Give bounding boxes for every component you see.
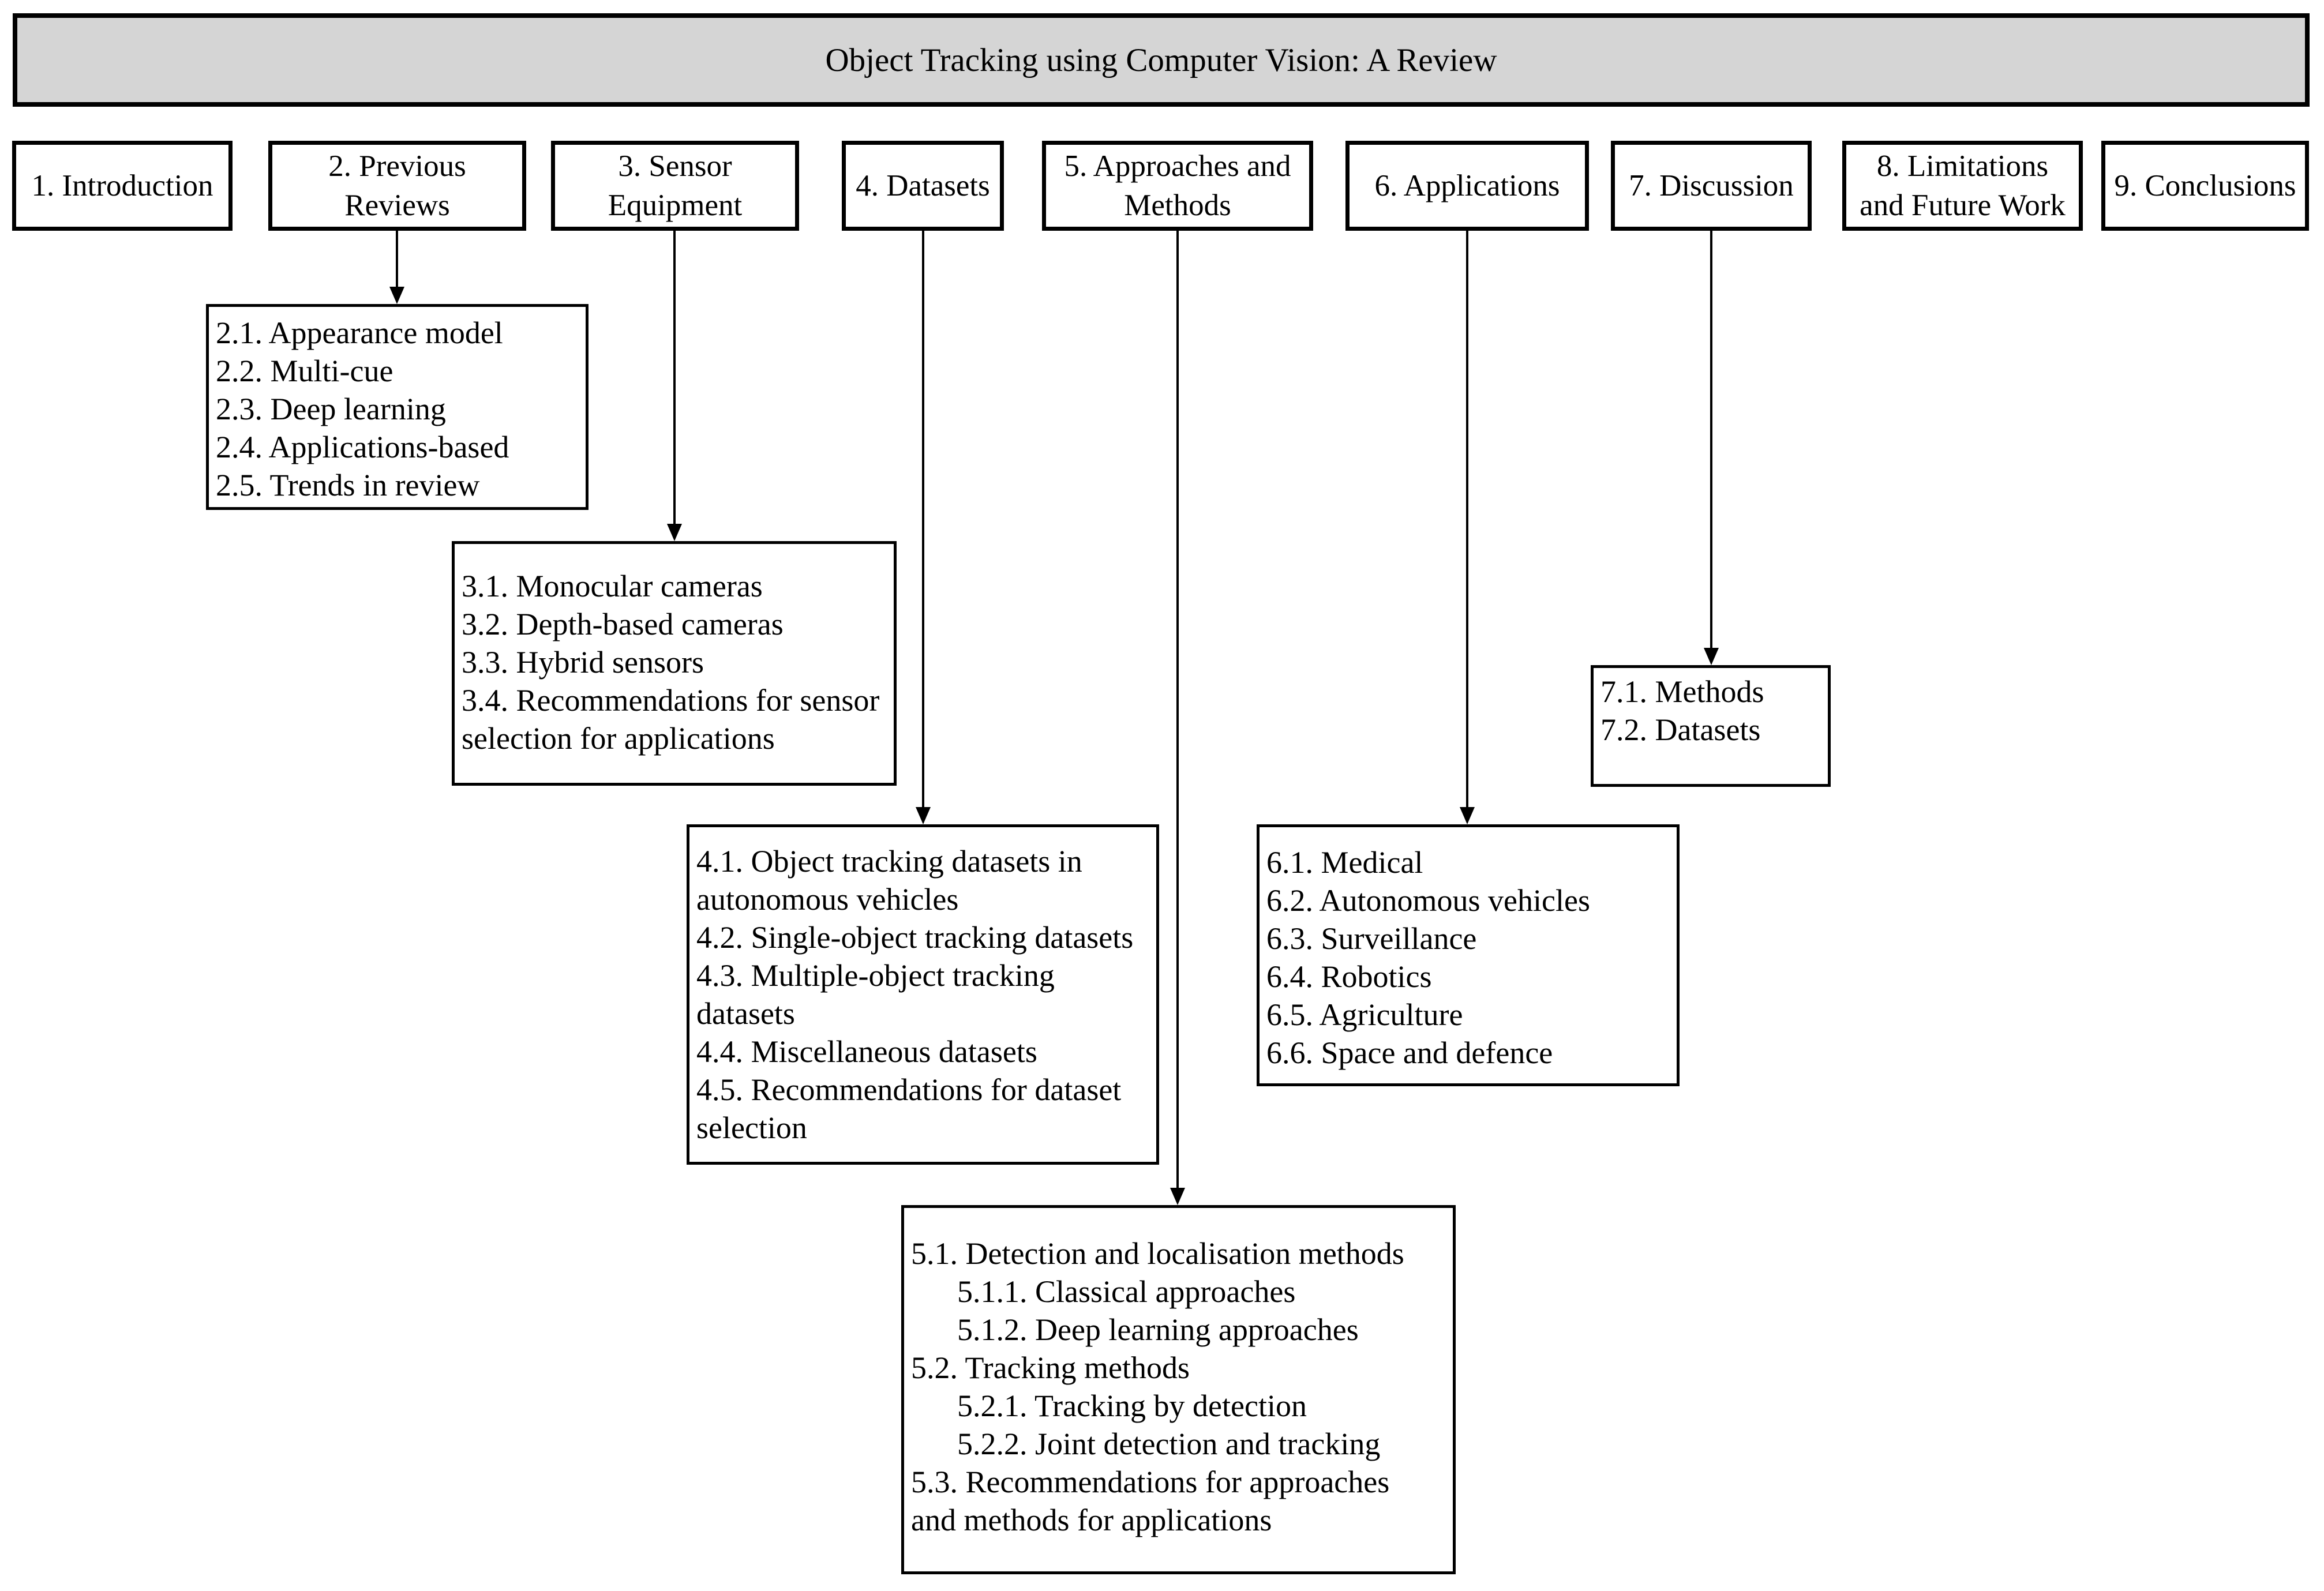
subsection-box-previous-reviews: 2.1. Appearance model 2.2. Multi-cue 2.3… bbox=[206, 304, 589, 510]
subsection-box-discussion: 7.1. Methods 7.2. Datasets bbox=[1591, 665, 1831, 787]
subsection-item: 4.5. Recommendations for dataset selecti… bbox=[696, 1072, 1122, 1145]
subsection-item: 5.2.2. Joint detection and tracking bbox=[957, 1427, 1381, 1461]
section-box-discussion: 7. Discussion bbox=[1611, 141, 1812, 231]
arrow-shaft bbox=[673, 231, 676, 526]
section-label: 6. Applications bbox=[1374, 169, 1560, 202]
subsection-item: 2.3. Deep learning bbox=[216, 392, 446, 426]
subsection-item: 3.1. Monocular cameras bbox=[462, 569, 763, 603]
section-label: 5. Approaches and Methods bbox=[1064, 149, 1291, 222]
subsection-item: 3.4. Recommendations for sensor selectio… bbox=[462, 683, 880, 756]
subsection-item: 5.3. Recommendations for approaches and … bbox=[911, 1465, 1390, 1537]
subsection-item: 5.1.2. Deep learning approaches bbox=[957, 1312, 1359, 1347]
subsection-item: 2.1. Appearance model bbox=[216, 316, 503, 350]
subsection-item: 6.2. Autonomous vehicles bbox=[1266, 883, 1590, 918]
subsection-item: 4.3. Multiple-object tracking datasets bbox=[696, 958, 1055, 1031]
subsection-item: 2.5. Trends in review bbox=[216, 468, 480, 502]
section-label: 9. Conclusions bbox=[2114, 169, 2296, 202]
subsection-item: 5.2.1. Tracking by detection bbox=[957, 1389, 1307, 1423]
section-box-applications: 6. Applications bbox=[1345, 141, 1589, 231]
section-box-approaches-methods: 5. Approaches and Methods bbox=[1042, 141, 1313, 231]
arrow-shaft bbox=[396, 231, 398, 288]
section-box-previous-reviews: 2. Previous Reviews bbox=[268, 141, 526, 231]
subsection-item: 6.1. Medical bbox=[1266, 845, 1423, 880]
subsection-box-approaches-methods: 5.1. Detection and localisation methods … bbox=[901, 1205, 1456, 1574]
arrow-head-icon bbox=[1460, 807, 1475, 824]
arrow-head-icon bbox=[667, 524, 682, 541]
section-box-sensor-equipment: 3. Sensor Equipment bbox=[551, 141, 799, 231]
section-label: 2. Previous Reviews bbox=[328, 149, 466, 222]
subsection-item: 5.1.1. Classical approaches bbox=[957, 1274, 1296, 1309]
arrow-shaft bbox=[1466, 231, 1468, 809]
subsection-item: 2.2. Multi-cue bbox=[216, 354, 393, 388]
arrow-head-icon bbox=[1170, 1188, 1185, 1205]
subsection-item: 4.4. Miscellaneous datasets bbox=[696, 1034, 1037, 1069]
subsection-item: 3.2. Depth-based cameras bbox=[462, 607, 784, 641]
section-box-datasets: 4. Datasets bbox=[842, 141, 1004, 231]
subsection-item: 4.2. Single-object tracking datasets bbox=[696, 920, 1134, 955]
subsection-box-datasets: 4.1. Object tracking datasets in autonom… bbox=[687, 824, 1159, 1165]
subsection-item: 3.3. Hybrid sensors bbox=[462, 645, 704, 680]
subsection-item: 6.5. Agriculture bbox=[1266, 997, 1463, 1032]
subsection-item: 7.2. Datasets bbox=[1600, 712, 1761, 747]
figure-title-text: Object Tracking using Computer Vision: A… bbox=[825, 42, 1497, 78]
section-label: 1. Introduction bbox=[31, 169, 213, 202]
arrow-shaft bbox=[922, 231, 924, 809]
arrow-head-icon bbox=[1704, 648, 1719, 665]
arrow-shaft bbox=[1710, 231, 1712, 650]
subsection-item: 7.1. Methods bbox=[1600, 674, 1764, 709]
subsection-item: 5.1. Detection and localisation methods bbox=[911, 1236, 1404, 1271]
section-label: 4. Datasets bbox=[856, 169, 990, 202]
subsection-item: 5.2. Tracking methods bbox=[911, 1350, 1190, 1385]
subsection-item: 2.4. Applications-based bbox=[216, 430, 509, 464]
arrow-shaft bbox=[1176, 231, 1179, 1190]
subsection-box-sensor-equipment: 3.1. Monocular cameras 3.2. Depth-based … bbox=[452, 541, 897, 786]
section-box-conclusions: 9. Conclusions bbox=[2101, 141, 2309, 231]
section-box-limitations-future-work: 8. Limitations and Future Work bbox=[1842, 141, 2083, 231]
section-label: 7. Discussion bbox=[1629, 169, 1794, 202]
section-box-introduction: 1. Introduction bbox=[12, 141, 233, 231]
section-label: 8. Limitations and Future Work bbox=[1860, 149, 2066, 222]
figure-title: Object Tracking using Computer Vision: A… bbox=[13, 13, 2310, 107]
arrow-head-icon bbox=[916, 807, 931, 824]
arrow-head-icon bbox=[389, 287, 404, 304]
subsection-item: 6.3. Surveillance bbox=[1266, 921, 1477, 956]
section-label: 3. Sensor Equipment bbox=[608, 149, 743, 222]
subsection-box-applications: 6.1. Medical 6.2. Autonomous vehicles 6.… bbox=[1257, 824, 1680, 1086]
subsection-item: 6.6. Space and defence bbox=[1266, 1035, 1553, 1070]
subsection-item: 6.4. Robotics bbox=[1266, 959, 1432, 994]
subsection-item: 4.1. Object tracking datasets in autonom… bbox=[696, 844, 1082, 917]
